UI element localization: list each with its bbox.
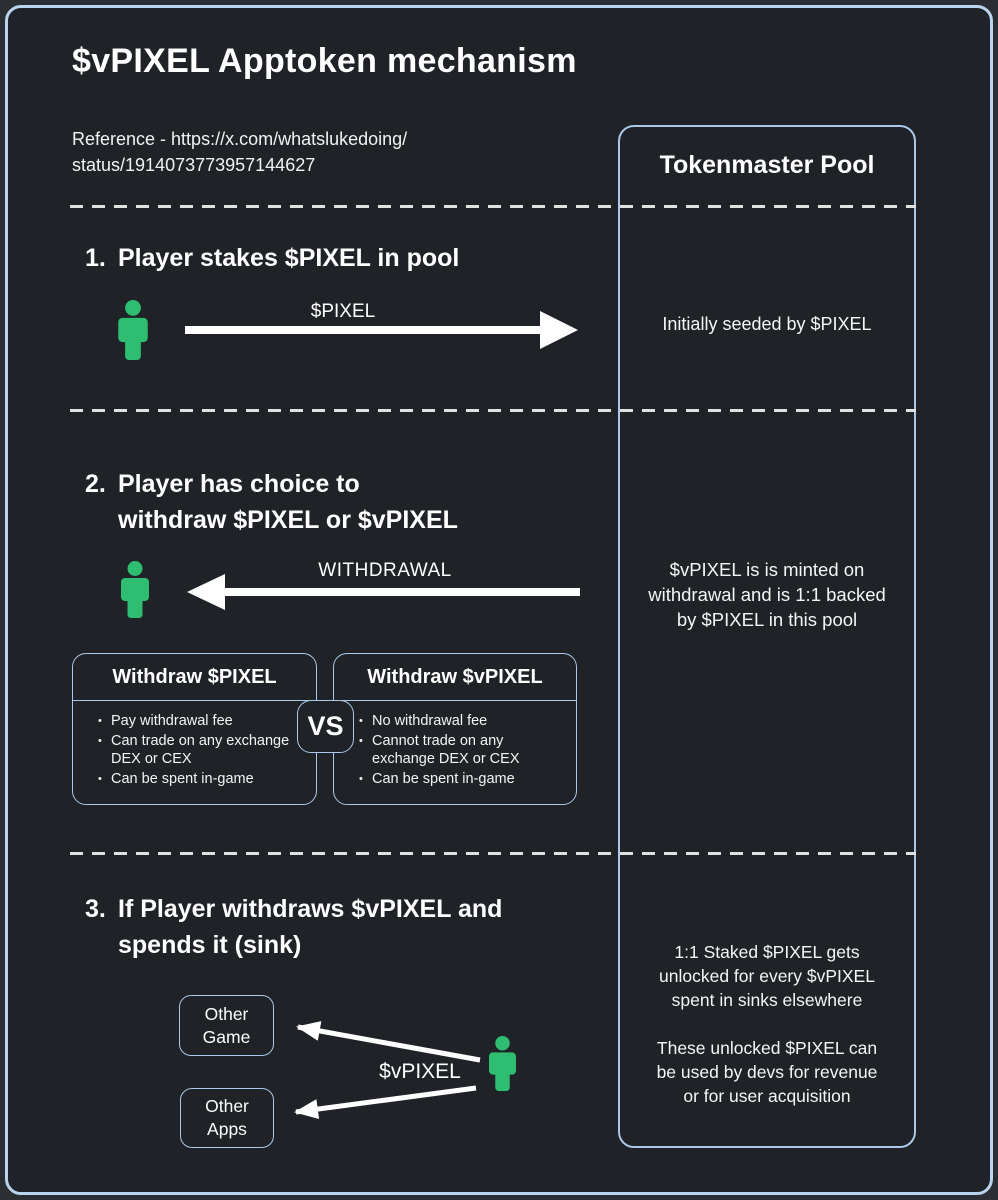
tokenmaster-pool-box bbox=[618, 125, 916, 1148]
step-2-heading-line-2: withdraw $PIXEL or $vPIXEL bbox=[118, 506, 458, 534]
pool-note-devs: These unlocked $PIXEL can be used by dev… bbox=[626, 1036, 908, 1108]
withdraw-pixel-card-title: Withdraw $PIXEL bbox=[73, 654, 316, 701]
step-1-heading: 1. Player stakes $PIXEL in pool bbox=[85, 240, 459, 276]
step-1-number: 1. bbox=[85, 244, 106, 272]
pool-title: Tokenmaster Pool bbox=[659, 151, 875, 179]
withdraw-vpixel-card: Withdraw $vPIXEL No withdrawal fee Canno… bbox=[333, 653, 577, 805]
person-icon bbox=[488, 1036, 517, 1092]
withdraw-vpixel-bullet-list: No withdrawal fee Cannot trade on any ex… bbox=[334, 701, 576, 788]
section-divider-1 bbox=[70, 205, 916, 208]
bullet-item: Cannot trade on any exchange DEX or CEX bbox=[358, 732, 534, 769]
reference-line-2: status/1914073773957144627 bbox=[72, 155, 316, 175]
other-apps-label-line-2: Apps bbox=[207, 1119, 247, 1139]
pool-note-minted: $vPIXEL is is minted on withdrawal and i… bbox=[628, 557, 906, 632]
other-game-label-line-2: Game bbox=[202, 1026, 251, 1047]
step-3-heading-line-1: If Player withdraws $vPIXEL and bbox=[118, 895, 503, 923]
outer-frame bbox=[5, 5, 993, 1195]
vs-badge: VS bbox=[297, 700, 354, 753]
step-3-heading: 3. If Player withdraws $vPIXEL and spend… bbox=[85, 891, 502, 963]
section-divider-2 bbox=[70, 409, 916, 412]
step-2-heading-line-1: Player has choice to bbox=[118, 470, 360, 498]
person-icon bbox=[120, 561, 150, 619]
bullet-item: Can be spent in-game bbox=[358, 770, 534, 789]
reference-text: Reference - https://x.com/whatslukedoing… bbox=[72, 126, 407, 178]
page-title: $vPIXEL Apptoken mechanism bbox=[72, 42, 577, 80]
stake-arrow-label: $PIXEL bbox=[310, 301, 376, 322]
pool-note-devs-line: These unlocked $PIXEL can bbox=[656, 1038, 878, 1058]
bullet-item: Pay withdrawal fee bbox=[97, 712, 290, 731]
person-icon bbox=[117, 300, 149, 361]
pool-note-minted-line: $vPIXEL is is minted on bbox=[669, 559, 865, 580]
step-1-heading-line: Player stakes $PIXEL in pool bbox=[118, 244, 460, 272]
other-game-node: Other Game bbox=[179, 995, 274, 1056]
other-game-label-line-1: Other bbox=[204, 1003, 249, 1024]
pool-note-unlock-line: spent in sinks elsewhere bbox=[671, 990, 863, 1010]
withdrawal-arrow-left bbox=[187, 574, 580, 610]
withdraw-vpixel-card-title: Withdraw $vPIXEL bbox=[334, 654, 576, 701]
step-3-number: 3. bbox=[85, 895, 106, 923]
other-apps-label-line-1: Other bbox=[205, 1096, 249, 1116]
section-divider-3 bbox=[70, 852, 916, 855]
pool-note-unlock: 1:1 Staked $PIXEL gets unlocked for ever… bbox=[626, 940, 908, 1012]
reference-line-1: Reference - https://x.com/whatslukedoing… bbox=[72, 129, 408, 149]
pool-note-devs-line: or for user acquisition bbox=[683, 1086, 851, 1106]
withdraw-pixel-bullet-list: Pay withdrawal fee Can trade on any exch… bbox=[73, 701, 316, 788]
spend-arrows bbox=[280, 1012, 490, 1124]
pool-note-seeded: Initially seeded by $PIXEL bbox=[662, 314, 872, 334]
bullet-item: No withdrawal fee bbox=[358, 712, 534, 731]
pool-note-unlock-line: unlocked for every $vPIXEL bbox=[659, 966, 875, 986]
pool-note-minted-line: withdrawal and is 1:1 backed bbox=[648, 584, 886, 605]
step-2-number: 2. bbox=[85, 470, 106, 498]
step-3-heading-line-2: spends it (sink) bbox=[118, 931, 302, 959]
pool-note-minted-line: by $PIXEL in this pool bbox=[676, 609, 858, 630]
bullet-item: Can be spent in-game bbox=[97, 770, 290, 789]
pool-note-devs-line: be used by devs for revenue bbox=[656, 1062, 878, 1082]
step-2-heading: 2. Player has choice to withdraw $PIXEL … bbox=[85, 466, 458, 538]
withdraw-pixel-card: Withdraw $PIXEL Pay withdrawal fee Can t… bbox=[72, 653, 317, 805]
other-apps-node: Other Apps bbox=[180, 1088, 274, 1148]
spend-arrow-label: $vPIXEL bbox=[379, 1060, 461, 1083]
withdrawal-arrow-label: WITHDRAWAL bbox=[318, 560, 452, 581]
bullet-item: Can trade on any exchange DEX or CEX bbox=[97, 732, 290, 769]
pool-note-unlock-line: 1:1 Staked $PIXEL gets bbox=[674, 942, 860, 962]
stake-arrow-right bbox=[185, 311, 578, 349]
